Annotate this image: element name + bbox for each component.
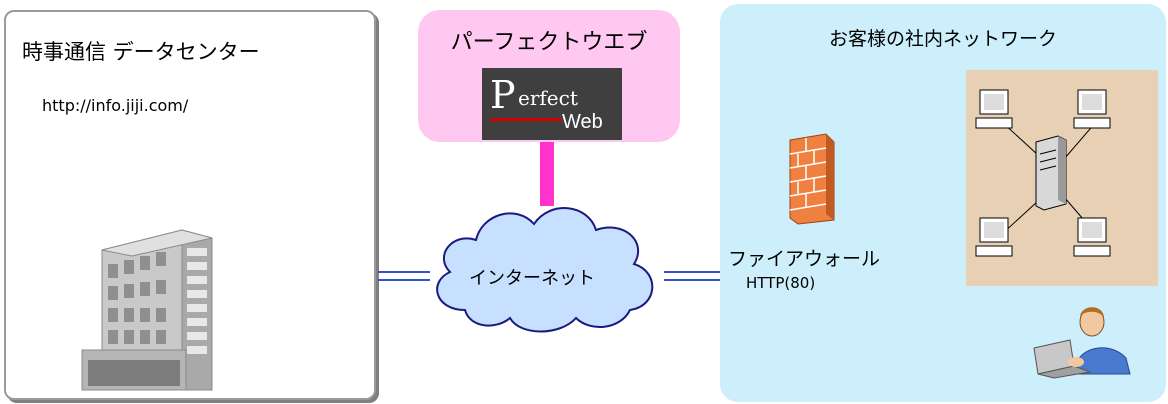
workstation-icon [975, 89, 1013, 129]
logo-web: Web [562, 111, 603, 133]
firewall-label: ファイアウォール [728, 248, 881, 270]
lan-diagram [975, 89, 1111, 257]
service-link [540, 142, 554, 206]
firewall-icon [789, 133, 835, 225]
customer-network-title: お客様の社内ネットワーク [828, 28, 1057, 50]
internet-label: インターネット [469, 268, 595, 289]
logo-underline [490, 118, 562, 121]
data-center-url: http://info.jiji.com/ [42, 96, 189, 115]
workstation-icon [1073, 217, 1111, 257]
workstation-icon [975, 217, 1013, 257]
perfectweb-title: パーフェクトウエブ [450, 30, 648, 55]
cloud-icon [436, 207, 654, 333]
logo-text: erfect [518, 86, 578, 110]
perfectweb-panel: パーフェクトウエブ P erfect Web [418, 10, 680, 142]
person-laptop-icon [1033, 307, 1131, 379]
perfectweb-logo: P erfect Web [482, 68, 622, 140]
server-icon [1035, 135, 1067, 211]
logo-initial: P [490, 73, 516, 117]
firewall-port: HTTP(80) [746, 274, 816, 292]
workstation-icon [1073, 89, 1111, 129]
office-building-icon [81, 229, 213, 391]
data-center-title: 時事通信 データセンター [22, 40, 260, 64]
